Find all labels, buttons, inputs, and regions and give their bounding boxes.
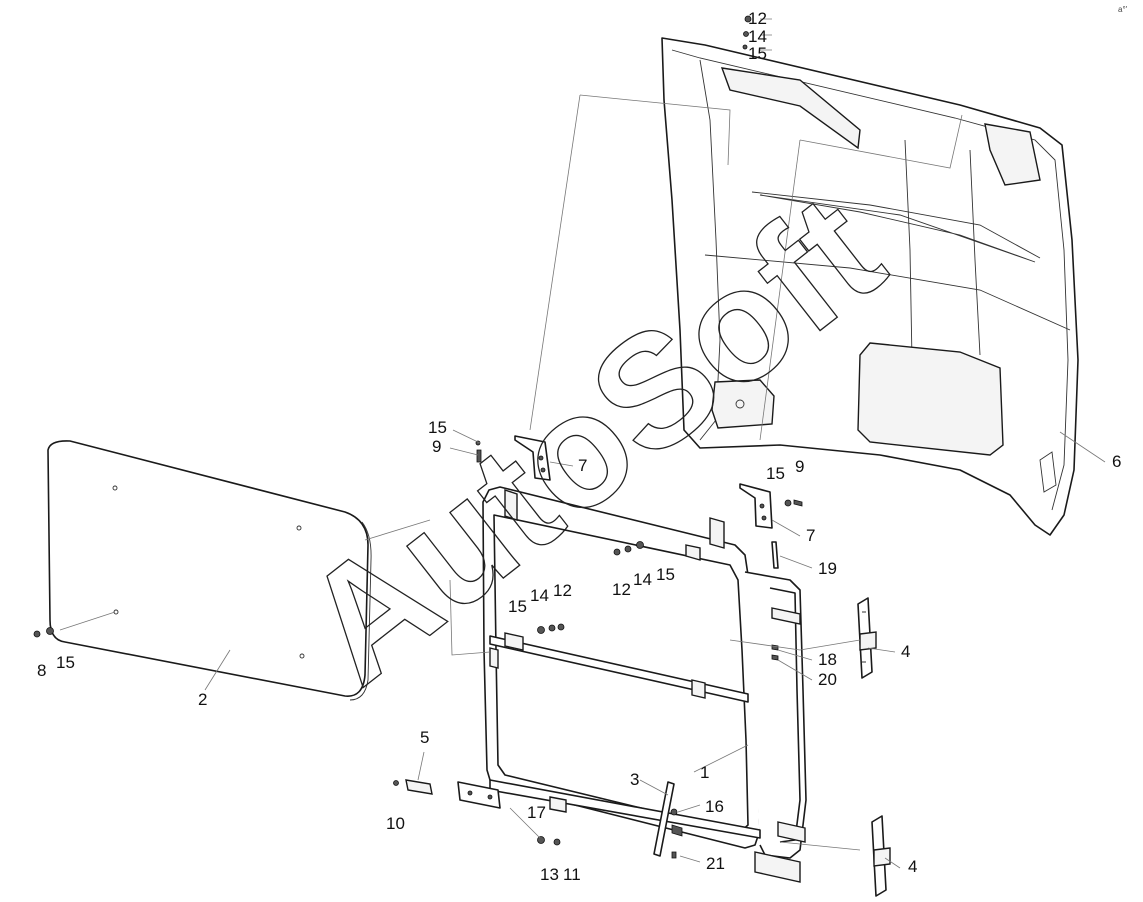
- bracket-7-right: [739, 483, 773, 529]
- callout-c7a: 7: [578, 456, 587, 475]
- callout-c12a: 12: [748, 9, 767, 28]
- pin-19: [771, 541, 779, 569]
- callout-c14a: 14: [748, 27, 767, 46]
- callout-c5: 5: [420, 728, 429, 747]
- callout-c12c: 12: [553, 581, 572, 600]
- corner-mark: a°': [1118, 5, 1128, 14]
- callout-c14b: 14: [633, 570, 652, 589]
- callout-c3: 3: [630, 770, 639, 789]
- callout-c16: 16: [705, 797, 724, 816]
- callout-c21: 21: [706, 854, 725, 873]
- callout-c13: 13: [540, 865, 559, 884]
- hinge-4-lower: [871, 815, 891, 897]
- callout-c15f: 15: [56, 653, 75, 672]
- panel-2: [47, 440, 372, 701]
- callout-c19: 19: [818, 559, 837, 578]
- callout-c15b: 15: [428, 418, 447, 437]
- callout-c6: 6: [1112, 452, 1121, 471]
- strap-3: [653, 781, 675, 857]
- callout-c20: 20: [818, 670, 837, 689]
- callout-c10: 10: [386, 814, 405, 833]
- callout-c15c: 15: [766, 464, 785, 483]
- fasteners: [33, 15, 803, 859]
- callout-c8: 8: [37, 661, 46, 680]
- callout-c17: 17: [527, 803, 546, 822]
- callout-c18: 18: [818, 650, 837, 669]
- leader-lines: [59, 18, 1106, 869]
- callout-c4b: 4: [908, 857, 917, 876]
- panel-6: [661, 37, 1079, 536]
- bracket-7-left: [514, 435, 551, 481]
- hinge-4-upper: [857, 597, 877, 679]
- frame-1: [482, 486, 807, 883]
- callout-c9b: 9: [795, 457, 804, 476]
- callout-c15d: 15: [656, 565, 675, 584]
- callout-c12b: 12: [612, 580, 631, 599]
- callout-c1: 1: [700, 763, 709, 782]
- callout-c15e: 15: [508, 597, 527, 616]
- callout-c4a: 4: [901, 642, 910, 661]
- latch-5: [393, 779, 501, 809]
- callout-c15a: 15: [748, 44, 767, 63]
- callout-c14c: 14: [530, 586, 549, 605]
- callout-c9a: 9: [432, 437, 441, 456]
- callout-c7b: 7: [806, 526, 815, 545]
- callout-c2: 2: [198, 690, 207, 709]
- callout-c11: 11: [563, 865, 581, 884]
